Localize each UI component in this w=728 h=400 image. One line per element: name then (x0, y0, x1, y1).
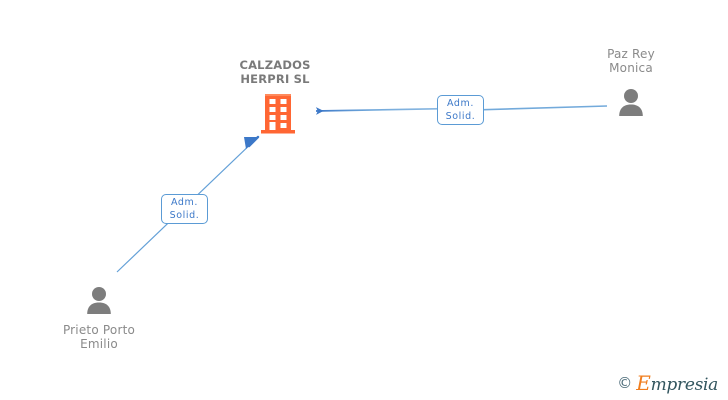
person-name-label-paz-rey-monica: Paz Rey Monica (607, 47, 655, 75)
relation-label-line2: Solid. (445, 111, 476, 122)
empresia-logo-text: Empresia (636, 373, 718, 394)
building-icon[interactable] (261, 92, 295, 134)
person-icon[interactable] (616, 88, 646, 116)
person-icon[interactable] (84, 286, 114, 314)
person-name-label-prieto-porto-emilio: Prieto Porto Emilio (62, 323, 136, 351)
copyright-icon: © (617, 374, 633, 392)
company-name-label: CALZADOS HERPRI SL (239, 58, 311, 86)
relation-label-line1: Adm. (446, 98, 475, 109)
empresia-watermark: © Empresia (617, 373, 718, 394)
relation-label-line1: Adm. (170, 197, 199, 208)
empresia-logo-initial: E (636, 371, 651, 395)
relation-label-prieto-porto-emilio[interactable]: Adm. Solid. (161, 194, 208, 224)
empresia-logo-rest: mpresia (650, 375, 719, 395)
relation-label-paz-rey-monica[interactable]: Adm. Solid. (437, 95, 484, 125)
relation-label-line2: Solid. (169, 210, 200, 221)
